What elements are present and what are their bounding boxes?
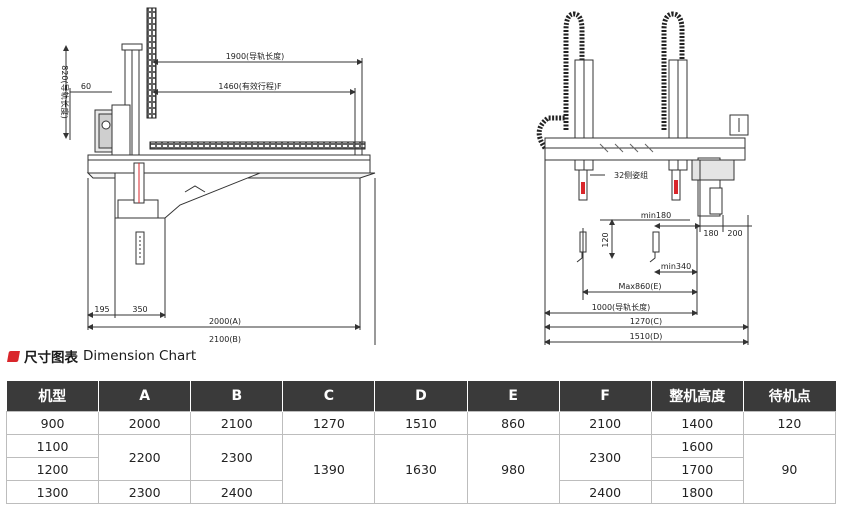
dim-min180: min180 bbox=[641, 211, 671, 220]
header-model: 机型 bbox=[6, 381, 99, 412]
header-f: F bbox=[558, 381, 652, 412]
cell-model: 1300 bbox=[5, 480, 100, 504]
front-view-labels: 32侧姿组 min180 120 180 200 min340 Max860(E… bbox=[592, 170, 743, 341]
side-view-drawing bbox=[63, 7, 376, 345]
table-header-row: 机型 A B C D E F 整机高度 待机点 bbox=[6, 381, 836, 412]
cell-d: 1630 bbox=[374, 434, 468, 504]
table-row: 1300 2300 2400 2400 1800 bbox=[5, 480, 836, 504]
dim-180: 180 bbox=[703, 229, 718, 238]
cell-f: 2300 bbox=[558, 434, 652, 481]
label-side-pose: 32侧姿组 bbox=[614, 170, 648, 180]
cell-a: 2000 bbox=[98, 411, 192, 435]
dimension-chart-title: 尺寸图表 Dimension Chart bbox=[7, 346, 197, 366]
cell-f: 2400 bbox=[558, 480, 652, 504]
dim-min340: min340 bbox=[661, 262, 691, 271]
title-marker-icon bbox=[7, 350, 20, 362]
cell-model: 1100 bbox=[5, 434, 100, 458]
cell-b: 2400 bbox=[190, 480, 284, 504]
dim-d: 1510(D) bbox=[630, 332, 663, 341]
header-standby: 待机点 bbox=[742, 381, 836, 412]
cell-height: 1400 bbox=[650, 411, 744, 435]
cell-model: 1200 bbox=[5, 457, 100, 481]
cell-e: 860 bbox=[466, 411, 560, 435]
cell-d: 1510 bbox=[374, 411, 468, 435]
cell-a: 2300 bbox=[98, 480, 192, 504]
side-view-labels: 1900(导轨长度) 1460(有效行程)F 60 820(导轨长度) 195 … bbox=[60, 51, 284, 344]
cell-a: 2200 bbox=[98, 434, 192, 481]
cell-e: 980 bbox=[466, 434, 560, 504]
dim-max-e: Max860(E) bbox=[618, 282, 661, 291]
dim-120: 120 bbox=[601, 232, 610, 247]
technical-drawings: 1900(导轨长度) 1460(有效行程)F 60 820(导轨长度) 195 … bbox=[60, 7, 752, 345]
cell-standby: 120 bbox=[742, 411, 837, 435]
dim-vertical-rail: 820(导轨长度) bbox=[60, 65, 70, 119]
cell-c: 1390 bbox=[282, 434, 376, 504]
front-view-drawing bbox=[536, 11, 752, 345]
dim-rail-length: 1900(导轨长度) bbox=[226, 51, 285, 61]
header-a: A bbox=[98, 381, 191, 412]
cell-model: 900 bbox=[5, 411, 100, 435]
table-row: 1100 2200 2300 1390 1630 980 2300 1600 9… bbox=[5, 434, 837, 504]
dimension-table: 机型 A B C D E F 整机高度 待机点 900 2000 2100 12… bbox=[5, 381, 837, 504]
table-row: 900 2000 2100 1270 1510 860 2100 1400 12… bbox=[5, 411, 837, 435]
chart-title-en: Dimension Chart bbox=[83, 348, 197, 364]
dim-200: 200 bbox=[727, 229, 742, 238]
cell-height: 1700 bbox=[650, 457, 744, 481]
dim-b: 2100(B) bbox=[209, 335, 241, 344]
cell-height: 1800 bbox=[650, 480, 744, 504]
cell-b: 2100 bbox=[190, 411, 284, 435]
cell-height: 1600 bbox=[650, 434, 744, 458]
cell-standby: 90 bbox=[742, 434, 837, 504]
dim-60: 60 bbox=[81, 82, 91, 91]
dim-a: 2000(A) bbox=[209, 317, 241, 326]
chart-title-cn: 尺寸图表 bbox=[24, 350, 78, 366]
dim-195: 195 bbox=[94, 305, 109, 314]
header-e: E bbox=[466, 381, 560, 412]
dim-rail-1000: 1000(导轨长度) bbox=[592, 302, 651, 312]
header-d: D bbox=[374, 381, 468, 412]
cell-f: 2100 bbox=[558, 411, 652, 435]
header-height: 整机高度 bbox=[650, 381, 744, 412]
cell-c: 1270 bbox=[282, 411, 376, 435]
header-c: C bbox=[282, 381, 375, 412]
header-b: B bbox=[190, 381, 283, 412]
dim-effective-stroke: 1460(有效行程)F bbox=[218, 81, 282, 91]
dim-c: 1270(C) bbox=[630, 317, 662, 326]
cell-b: 2300 bbox=[190, 434, 284, 481]
dim-350: 350 bbox=[132, 305, 147, 314]
